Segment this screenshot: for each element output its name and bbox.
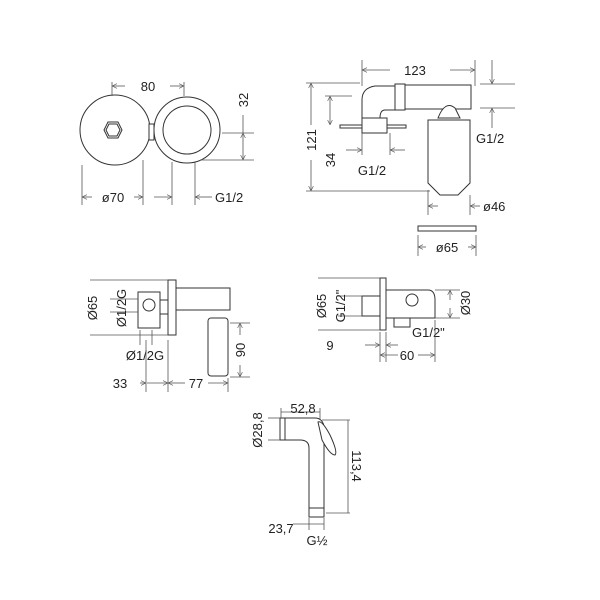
dim-inlet-thread: Ø1/2G	[114, 289, 129, 327]
dim-depth: 9	[326, 338, 333, 353]
right-rosette-inner	[162, 105, 212, 155]
dim-diameter: ø70	[102, 190, 124, 205]
dim-head-diameter: Ø28,8	[250, 412, 265, 447]
dim-thread-bottom: G1/2"	[412, 325, 445, 340]
nipple	[159, 299, 169, 315]
dim-holder-diameter: Ø30	[458, 291, 473, 316]
dim-length: 60	[400, 348, 414, 363]
dim-bottom-width: 23,7	[268, 521, 293, 536]
dim-thread: G½	[307, 533, 328, 548]
thread-stub	[361, 295, 381, 317]
dim-thread-right: G1/2	[476, 131, 504, 146]
dim-plate-diameter: ø65	[436, 240, 458, 255]
hand-shower-view: 52,8 Ø28,8 113,4 23,7 G½	[250, 401, 364, 548]
fitting-port	[142, 298, 156, 312]
dim-thread: G1/2	[215, 190, 243, 205]
nut	[361, 117, 388, 134]
valve-view: Ø65 Ø1/2G Ø1/2G 90 33 77	[85, 279, 250, 392]
dim-offset: 34	[323, 153, 338, 167]
body	[404, 84, 472, 110]
shower-head	[279, 417, 325, 511]
coupling	[394, 83, 406, 111]
dim-plate-diameter: Ø65	[85, 296, 100, 321]
connector	[148, 123, 155, 141]
holder-hole	[405, 293, 419, 307]
outlet-nut	[393, 317, 411, 328]
dim-width: 80	[141, 79, 155, 94]
valve-body	[175, 287, 231, 311]
plate	[417, 225, 477, 232]
dim-thread-vertical: G1/2"	[333, 289, 348, 322]
dim-plate-diameter: Ø65	[314, 294, 329, 319]
spray-face	[279, 417, 286, 441]
trigger-lever	[317, 421, 337, 456]
dim-length: 123	[404, 63, 426, 78]
wall-plate	[379, 277, 387, 331]
front-mixer-view: 80 32 ø70 G1/2	[79, 79, 254, 205]
lever	[207, 317, 229, 377]
thread-end	[308, 507, 325, 518]
dim-body-diameter: ø46	[483, 199, 505, 214]
dim-height: 32	[236, 93, 251, 107]
dim-thread-left: G1/2	[358, 163, 386, 178]
wall-outlet-view: Ø65 G1/2" Ø30 G1/2" 9 60	[314, 277, 473, 363]
dim-depth-front: 77	[189, 376, 203, 391]
dim-outlet-thread: Ø1/2G	[126, 348, 164, 363]
hex-nut-inner	[105, 123, 121, 137]
dim-height: 121	[304, 129, 319, 151]
side-mixer-view: 123 121 34 G1/2 G1/2 ø46 ø65	[304, 60, 515, 256]
wall-plate	[167, 279, 177, 336]
cartridge	[427, 119, 471, 196]
dim-width: 52,8	[290, 401, 315, 416]
dim-lever-height: 90	[233, 343, 248, 357]
dim-length: 113,4	[349, 450, 364, 482]
bracket	[437, 105, 461, 119]
dim-depth-back: 33	[113, 376, 127, 391]
